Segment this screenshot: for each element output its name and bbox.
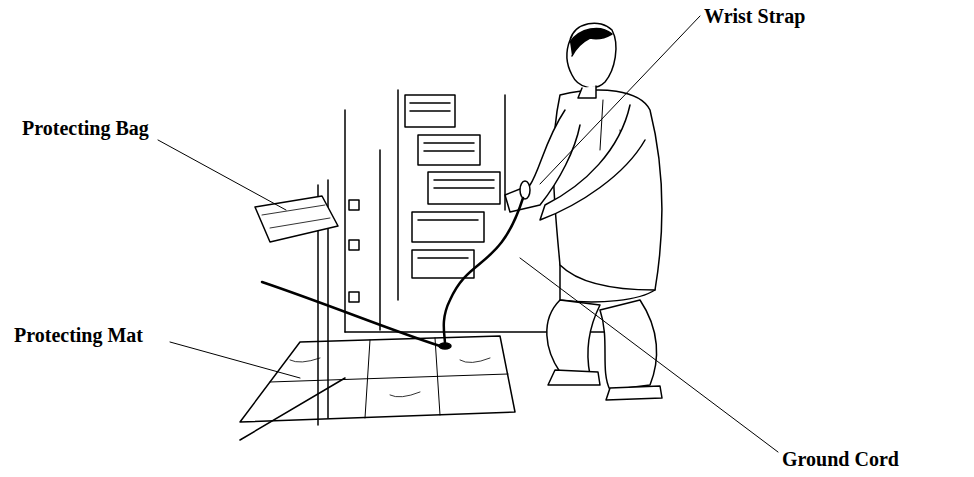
- leader-lines: [158, 16, 778, 452]
- part-label: Ground Cord: [780, 448, 901, 470]
- part-label: Protecting Mat: [12, 324, 145, 346]
- protecting-bag: [255, 196, 338, 242]
- part-label: Wrist Strap: [702, 5, 807, 27]
- technician: [505, 23, 662, 400]
- ground-cord: [262, 198, 523, 346]
- part-label: Protecting Bag: [20, 117, 151, 139]
- protecting-mat: [240, 336, 515, 422]
